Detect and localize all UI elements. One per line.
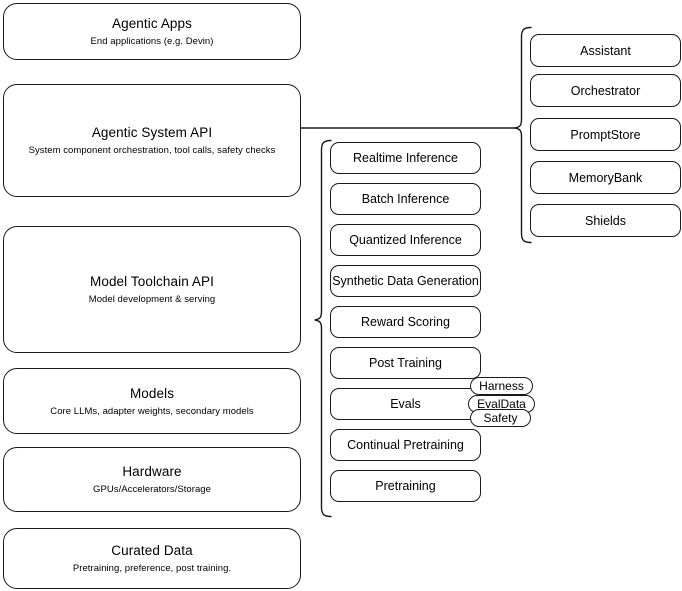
eval-tag-harness[interactable]: Harness xyxy=(470,377,533,395)
eval-tag-label: Harness xyxy=(479,378,524,393)
layer-card-agentic-system-api[interactable]: Agentic System API System component orch… xyxy=(3,84,301,197)
brace-toolchain xyxy=(314,139,332,518)
layer-card-hardware[interactable]: Hardware GPUs/Accelerators/Storage xyxy=(3,447,301,512)
layer-subtitle: Pretraining, preference, post training. xyxy=(72,563,232,574)
eval-tag-safety[interactable]: Safety xyxy=(470,409,531,427)
toolchain-item-post-training[interactable]: Post Training xyxy=(330,347,481,379)
toolchain-item-batch-inference[interactable]: Batch Inference xyxy=(330,183,481,215)
system-item-memorybank[interactable]: MemoryBank xyxy=(530,161,681,194)
layer-subtitle: Core LLMs, adapter weights, secondary mo… xyxy=(50,405,254,417)
toolchain-item-label: Quantized Inference xyxy=(349,233,462,247)
system-item-orchestrator[interactable]: Orchestrator xyxy=(530,74,681,107)
toolchain-item-label: Batch Inference xyxy=(361,192,450,206)
system-item-shields[interactable]: Shields xyxy=(530,204,681,237)
toolchain-item-pretraining[interactable]: Pretraining xyxy=(330,470,481,502)
layer-title: Agentic System API xyxy=(91,125,213,140)
layer-card-models[interactable]: Models Core LLMs, adapter weights, secon… xyxy=(3,368,301,434)
layer-title: Agentic Apps xyxy=(111,16,192,31)
layer-subtitle: Model development & serving xyxy=(88,294,216,305)
toolchain-item-quantized-inference[interactable]: Quantized Inference xyxy=(330,224,481,256)
toolchain-item-continual-pretraining[interactable]: Continual Pretraining xyxy=(330,429,481,461)
toolchain-item-label: Pretraining xyxy=(375,479,436,493)
layer-subtitle: System component orchestration, tool cal… xyxy=(28,145,276,156)
layer-title: Hardware xyxy=(122,464,182,479)
layer-title: Models xyxy=(129,385,175,401)
layer-title: Curated Data xyxy=(111,543,193,558)
toolchain-item-label: Post Training xyxy=(369,356,442,370)
layer-subtitle: End applications (e.g. Devin) xyxy=(90,36,214,47)
system-item-promptstore[interactable]: PromptStore xyxy=(530,118,681,151)
toolchain-item-realtime-inference[interactable]: Realtime Inference xyxy=(330,142,481,174)
system-item-label: Assistant xyxy=(580,43,631,58)
layer-title: Model Toolchain API xyxy=(90,274,214,289)
toolchain-item-label: Realtime Inference xyxy=(353,151,458,165)
toolchain-item-evals[interactable]: Evals xyxy=(330,388,481,420)
toolchain-item-synthetic-data-generation[interactable]: Synthetic Data Generation xyxy=(330,265,481,297)
toolchain-item-label: Continual Pretraining xyxy=(347,438,464,452)
system-item-label: PromptStore xyxy=(570,127,641,142)
eval-tag-label: EvalData xyxy=(477,396,526,411)
layer-subtitle: GPUs/Accelerators/Storage xyxy=(93,484,211,495)
toolchain-item-label: Evals xyxy=(390,397,421,411)
system-item-label: Orchestrator xyxy=(570,83,641,98)
toolchain-item-label: Reward Scoring xyxy=(361,315,450,329)
layer-card-curated-data[interactable]: Curated Data Pretraining, preference, po… xyxy=(3,528,301,589)
layer-card-model-toolchain-api[interactable]: Model Toolchain API Model development & … xyxy=(3,226,301,353)
layer-card-agentic-apps[interactable]: Agentic Apps End applications (e.g. Devi… xyxy=(3,3,301,60)
system-item-label: MemoryBank xyxy=(568,170,643,185)
system-item-assistant[interactable]: Assistant xyxy=(530,34,681,67)
toolchain-item-label: Synthetic Data Generation xyxy=(332,274,479,288)
system-item-label: Shields xyxy=(585,213,626,228)
toolchain-item-reward-scoring[interactable]: Reward Scoring xyxy=(330,306,481,338)
eval-tag-label: Safety xyxy=(483,410,518,425)
brace-system-items xyxy=(514,26,532,244)
